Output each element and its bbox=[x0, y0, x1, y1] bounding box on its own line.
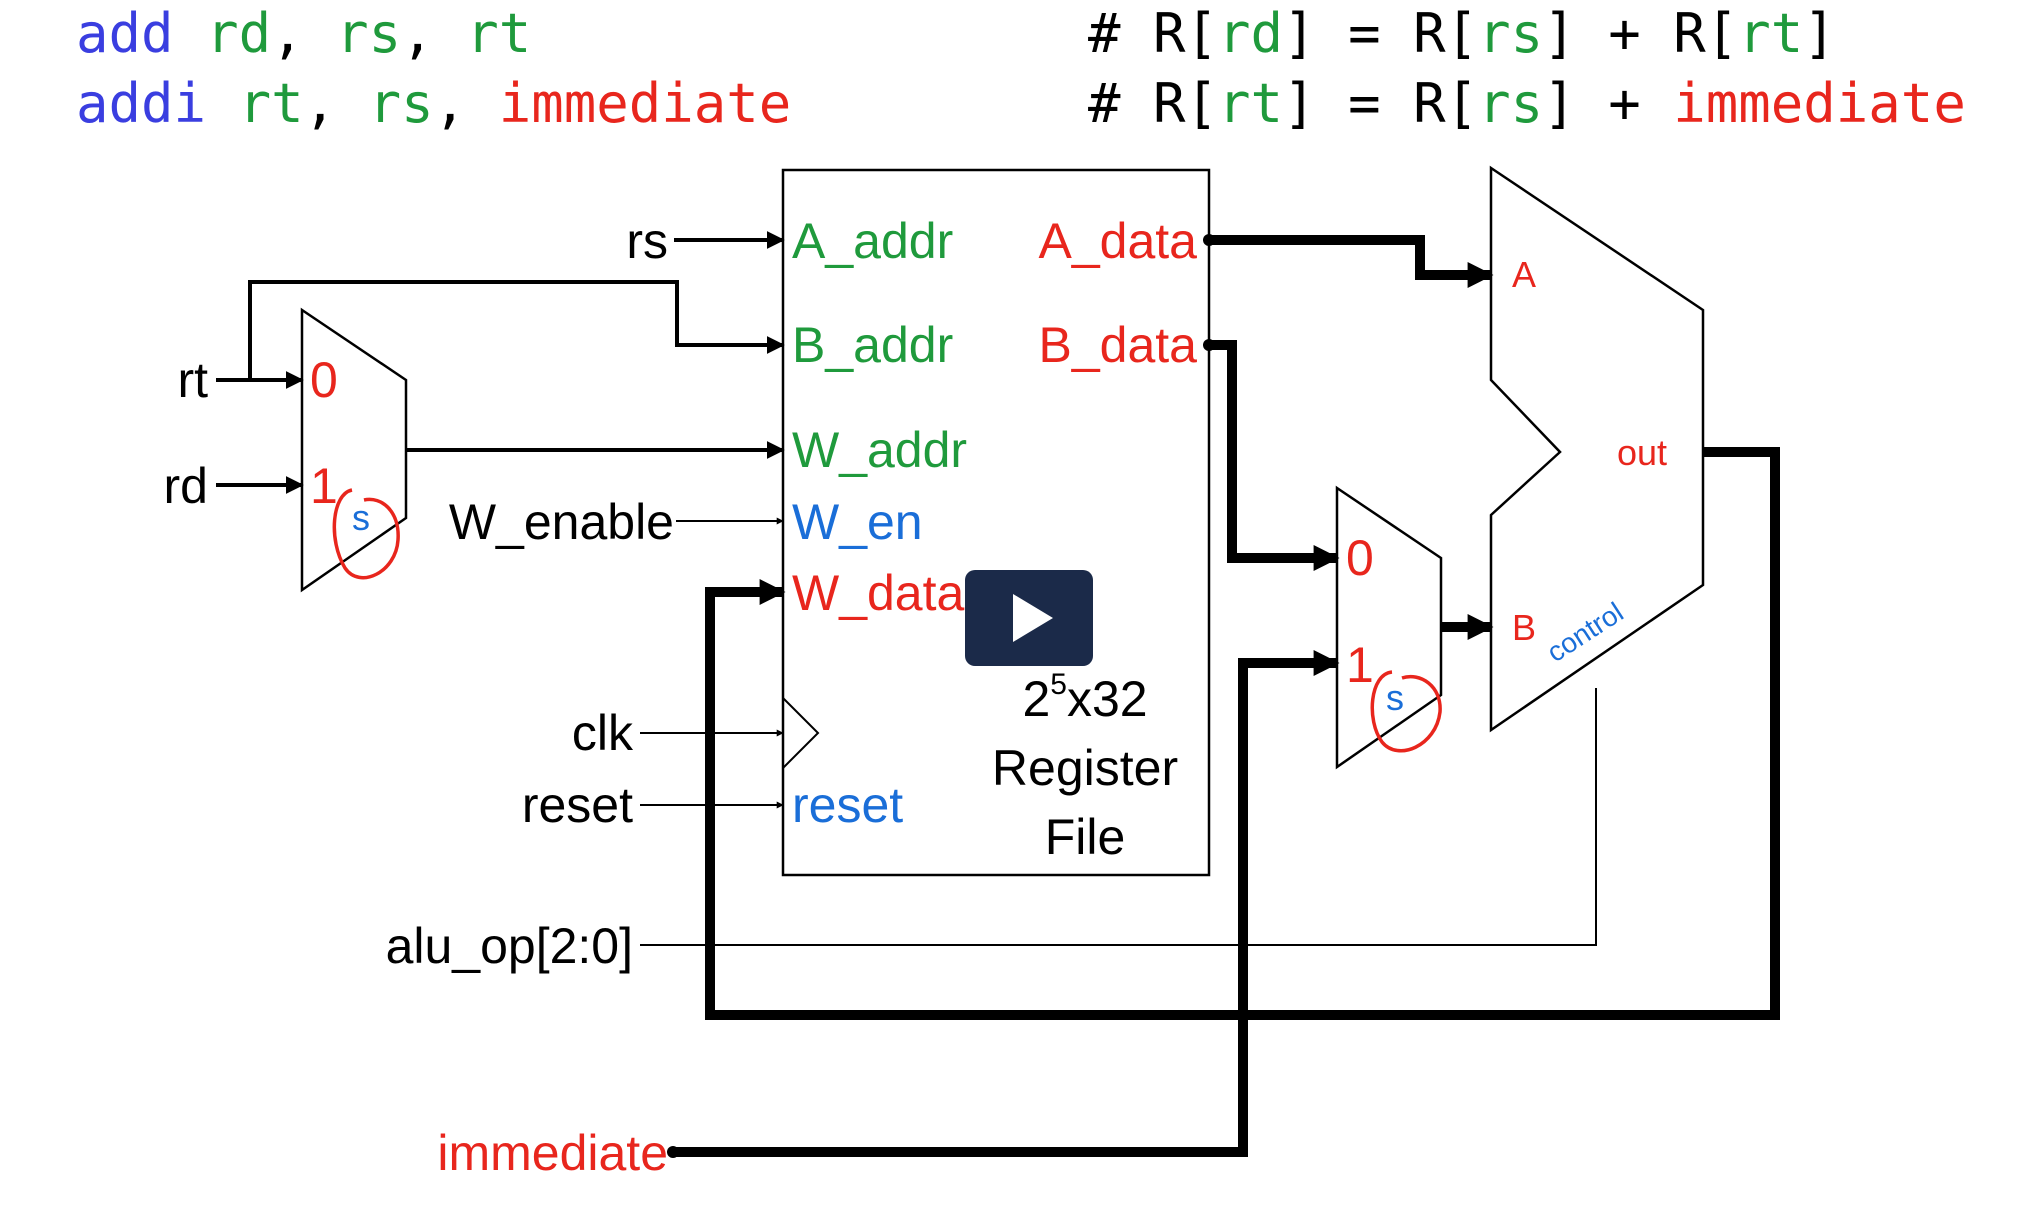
wire-rt-to-b-addr bbox=[248, 280, 785, 380]
input-rd: rd bbox=[164, 458, 208, 514]
mux-right-in0: 0 bbox=[1346, 530, 1374, 586]
instruction-line-addi: addi rt, rs, immediate bbox=[76, 72, 791, 135]
mux-left-in1: 1 bbox=[310, 458, 338, 514]
input-reset: reset bbox=[522, 777, 633, 833]
port-b-data: B_data bbox=[1039, 317, 1198, 373]
play-button[interactable] bbox=[965, 570, 1093, 666]
play-icon bbox=[1013, 594, 1053, 642]
comment-addi: # R[rt] = R[rs] + immediate bbox=[1088, 72, 1966, 135]
input-w-enable: W_enable bbox=[449, 494, 674, 550]
mux-right-in1: 1 bbox=[1346, 637, 1374, 693]
a-data-junction bbox=[1203, 234, 1215, 246]
mux-right-sel: s bbox=[1386, 677, 1404, 718]
instruction-line-add: add rd, rs, rt bbox=[76, 2, 531, 65]
mux-left-sel-circle bbox=[332, 488, 400, 580]
port-a-addr: A_addr bbox=[792, 213, 953, 269]
input-clk: clk bbox=[572, 705, 634, 761]
mux-right-sel-circle bbox=[1370, 670, 1442, 753]
b-data-junction bbox=[1203, 339, 1215, 351]
mux-left bbox=[300, 307, 408, 593]
input-rs: rs bbox=[626, 213, 668, 269]
register-file-box bbox=[781, 168, 1211, 877]
port-w-addr: W_addr bbox=[792, 422, 967, 478]
port-reset: reset bbox=[792, 777, 903, 833]
port-b-addr: B_addr bbox=[792, 317, 953, 373]
regfile-title-file: File bbox=[1045, 809, 1126, 865]
wire-b-data-to-mux bbox=[1209, 340, 1340, 571]
wire-alu-op bbox=[640, 688, 1597, 946]
immediate-junction bbox=[667, 1146, 679, 1158]
regfile-size: 25x32 bbox=[1022, 668, 1147, 727]
alu-in-b: B bbox=[1512, 607, 1536, 648]
port-w-en: W_en bbox=[792, 494, 923, 550]
input-alu-op: alu_op[2:0] bbox=[386, 918, 633, 974]
regfile-title-register: Register bbox=[992, 740, 1178, 796]
comment-add: # R[rd] = R[rs] + R[rt] bbox=[1088, 2, 1836, 65]
port-w-data: W_data bbox=[792, 565, 965, 621]
wire-a-data-to-alu bbox=[1209, 235, 1494, 288]
input-immediate: immediate bbox=[437, 1125, 668, 1181]
alu-out: out bbox=[1617, 432, 1667, 473]
wire-immediate-to-mux bbox=[673, 650, 1340, 1157]
input-rt: rt bbox=[177, 352, 208, 408]
mux-left-sel: s bbox=[352, 497, 370, 538]
port-a-data: A_data bbox=[1039, 213, 1198, 269]
alu-in-a: A bbox=[1512, 254, 1536, 295]
mux-left-in0: 0 bbox=[310, 352, 338, 408]
clock-triangle bbox=[782, 697, 820, 769]
